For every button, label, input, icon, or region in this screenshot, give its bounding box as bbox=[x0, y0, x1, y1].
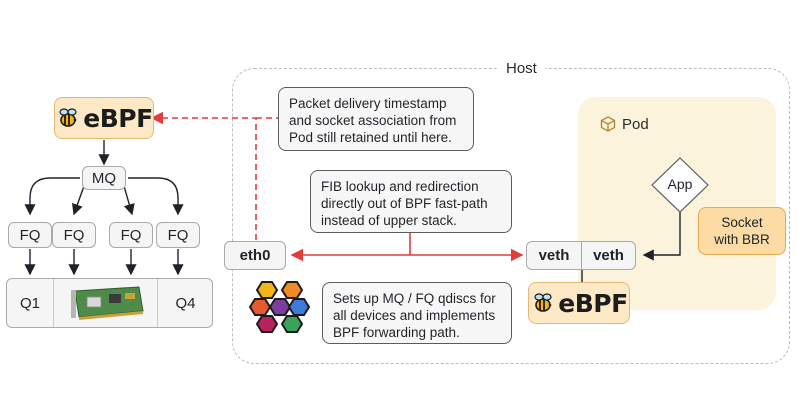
veth-pod-side: veth bbox=[593, 247, 624, 264]
note-line: all devices and implements bbox=[333, 308, 496, 323]
veth-host-side: veth bbox=[538, 247, 570, 264]
app-diamond-shape bbox=[651, 157, 709, 213]
host-label: Host bbox=[498, 60, 545, 77]
note-line: directly out of BPF fast-path bbox=[321, 196, 488, 211]
note-line: BPF forwarding path. bbox=[333, 325, 460, 340]
socket-line: Socket bbox=[721, 215, 763, 230]
ebpf-logo-text: eBPF bbox=[83, 103, 153, 133]
socket-line: with BBR bbox=[714, 232, 770, 247]
veth-pair: veth veth bbox=[526, 241, 636, 270]
veth-divider bbox=[581, 242, 582, 269]
ebpf-logo-left: eBPF bbox=[54, 97, 154, 139]
note-line: Pod still retained until here. bbox=[289, 130, 452, 145]
queue-divider bbox=[53, 279, 54, 327]
fq-box-1: FQ bbox=[8, 222, 52, 248]
cube-icon bbox=[600, 116, 616, 132]
pod-label: Pod bbox=[622, 116, 649, 133]
queue-q1: Q1 bbox=[19, 294, 40, 312]
bee-icon bbox=[534, 293, 552, 312]
bee-icon bbox=[59, 108, 77, 127]
nic-queue-row: Q1 Q4 bbox=[6, 278, 213, 328]
fq-box-3: FQ bbox=[109, 222, 153, 248]
note-line: Sets up MQ / FQ qdiscs for bbox=[333, 291, 496, 306]
setup-note: Sets up MQ / FQ qdiscs for all devices a… bbox=[322, 282, 512, 344]
note-line: FIB lookup and redirection bbox=[321, 179, 479, 194]
socket-bbr-box: Socket with BBR bbox=[698, 207, 786, 255]
fq-box-4: FQ bbox=[156, 222, 200, 248]
note-line: Packet delivery timestamp bbox=[289, 96, 447, 111]
queue-divider bbox=[157, 279, 158, 327]
note-line: instead of upper stack. bbox=[321, 213, 457, 228]
eth0-interface: eth0 bbox=[224, 241, 286, 270]
mq-box: MQ bbox=[82, 166, 126, 190]
cilium-logo-icon bbox=[248, 281, 311, 333]
ebpf-logo-right: eBPF bbox=[528, 282, 630, 324]
network-card-icon bbox=[71, 286, 144, 320]
fib-note: FIB lookup and redirection directly out … bbox=[310, 170, 512, 233]
fq-box-2: FQ bbox=[52, 222, 96, 248]
app-label: App bbox=[667, 176, 693, 192]
queue-q4: Q4 bbox=[175, 294, 196, 312]
delivery-note: Packet delivery timestamp and socket ass… bbox=[278, 87, 474, 151]
ebpf-logo-text: eBPF bbox=[558, 288, 628, 318]
note-line: and socket association from bbox=[289, 113, 457, 128]
